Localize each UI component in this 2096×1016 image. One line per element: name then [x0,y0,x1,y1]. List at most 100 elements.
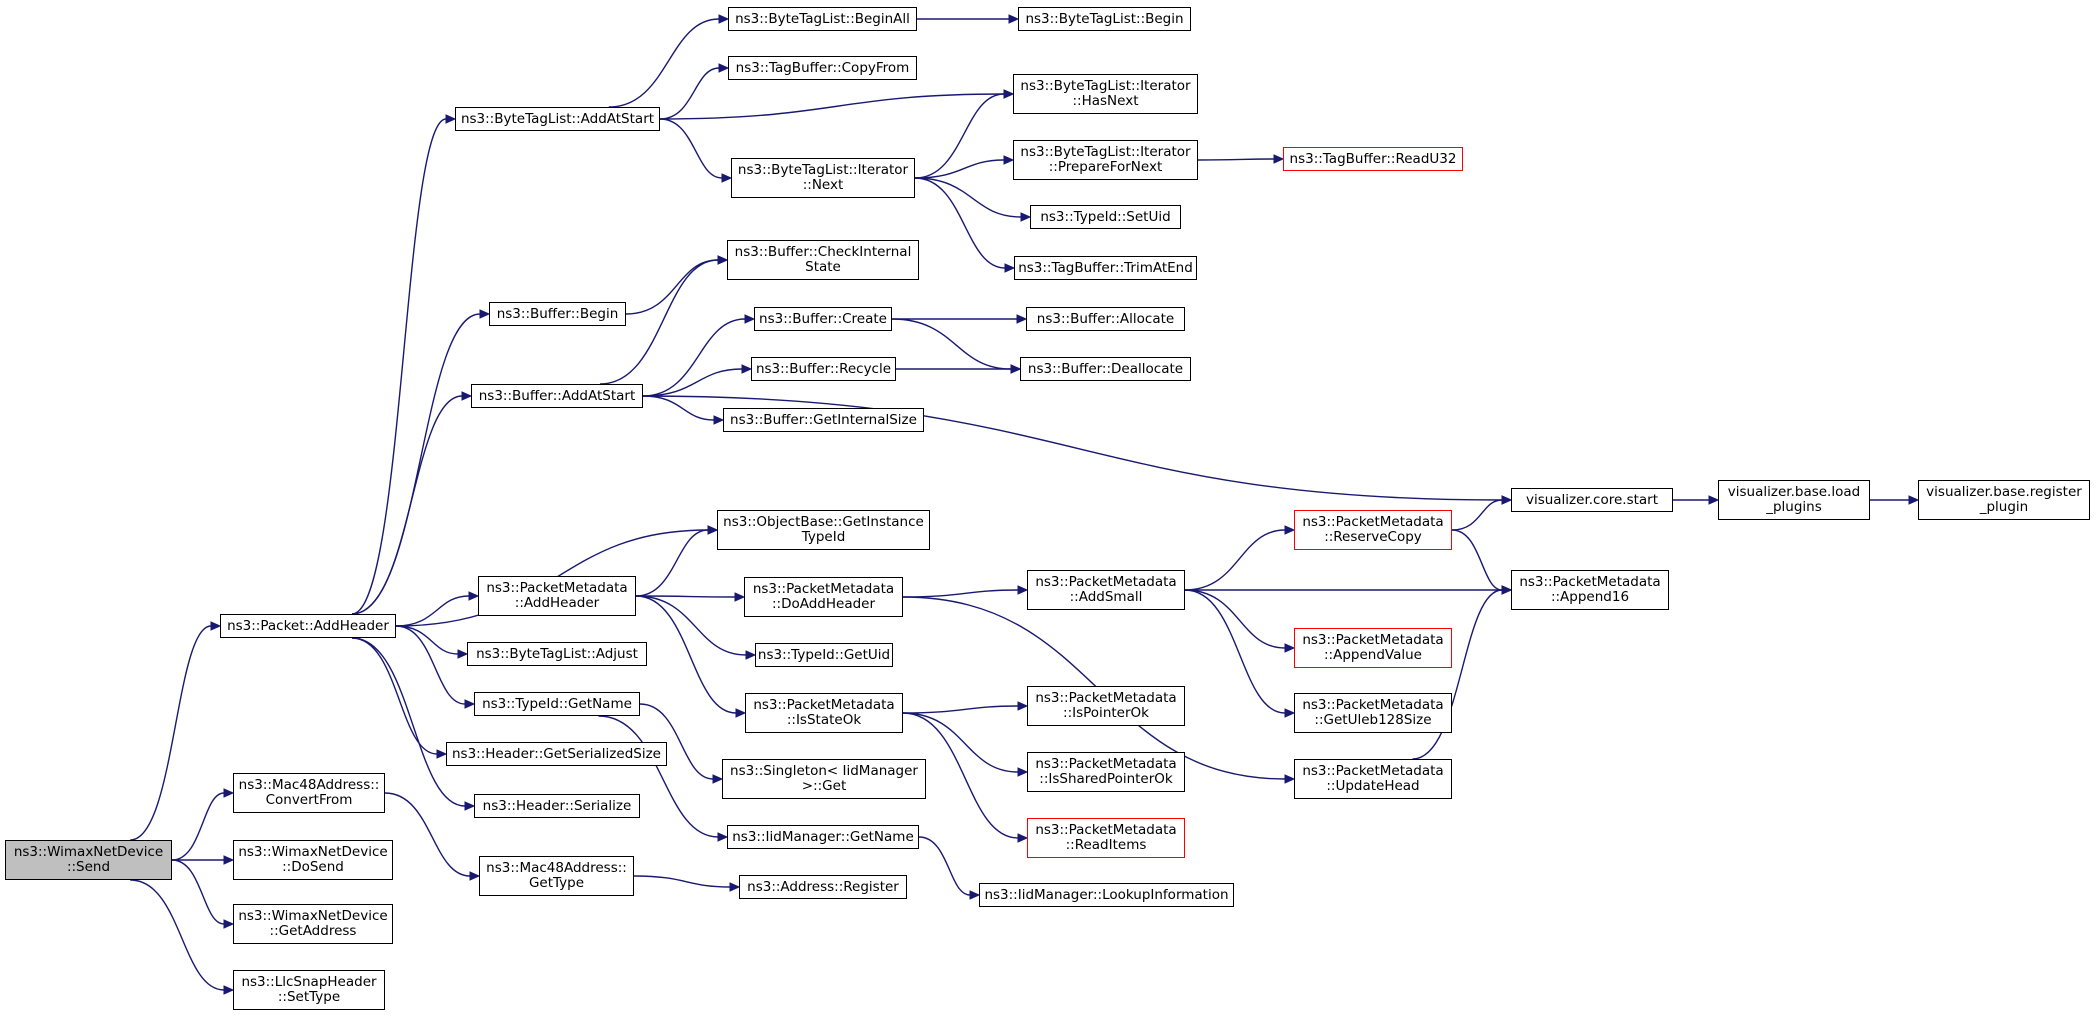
node-packetmetadata-appendvalue[interactable]: ns3::PacketMetadata ::AppendValue [1294,628,1452,668]
arrowhead-btl_it_next-to-btl_it_prepare [1003,155,1015,165]
edge-pm_reservecopy-to-vis_core_start [1451,499,1503,531]
node-buffer-checkinternalstate[interactable]: ns3::Buffer::CheckInternal State [727,240,919,280]
node-packetmetadata-readitems[interactable]: ns3::PacketMetadata ::ReadItems [1027,818,1185,858]
node-buffer-getinternalsize[interactable]: ns3::Buffer::GetInternalSize [723,408,924,432]
edge-buf_addatstart-to-buf_getinternalsize [642,395,715,421]
arrowhead-pm_addsmall-to-pm_reservecopy [1284,525,1296,535]
node-header-getserializedsize[interactable]: ns3::Header::GetSerializedSize [446,742,667,766]
edge-pm_isstateok-to-pm_ispointerok [902,705,1019,714]
node-packetmetadata-isstateok[interactable]: ns3::PacketMetadata ::IsStateOk [745,693,903,733]
node-buffer-begin[interactable]: ns3::Buffer::Begin [489,302,626,326]
node-mac48address-gettype[interactable]: ns3::Mac48Address:: GetType [479,856,634,896]
edge-btl_addatstart-to-tb_copyfrom [659,67,720,120]
arrowhead-pm_addsmall-to-pm_getuleb [1284,708,1296,718]
arrowhead-send-to-addheader_pkt [210,621,222,631]
node-objectbase-getinstancetypeid[interactable]: ns3::ObjectBase::GetInstance TypeId [717,510,930,550]
edge-buf_addatstart-to-buf_recycle [642,368,743,397]
node-bytetaglist-adjust[interactable]: ns3::ByteTagList::Adjust [467,642,647,666]
arrowhead-btl_it_prepare-to-tb_readu32 [1273,154,1285,164]
edge-pm_updatehead-to-pm_append16 [1412,589,1503,760]
node-bytetaglist-beginall[interactable]: ns3::ByteTagList::BeginAll [728,7,917,31]
edge-pm_addsmall-to-pm_reservecopy [1184,529,1286,591]
node-bytetaglist-iterator-hasnext[interactable]: ns3::ByteTagList::Iterator ::HasNext [1013,74,1198,114]
node-header-serialize[interactable]: ns3::Header::Serialize [474,794,640,818]
node-tagbuffer-trimatend[interactable]: ns3::TagBuffer::TrimAtEnd [1014,256,1197,280]
node-visualizer-base-register-plugin[interactable]: visualizer.base.register _plugin [1918,480,2090,520]
node-buffer-recycle[interactable]: ns3::Buffer::Recycle [751,357,896,381]
arrowhead-buf_addatstart-to-buf_recycle [741,364,753,374]
edge-btl_addatstart-to-btl_it_hasnext [659,93,1005,120]
node-buffer-deallocate[interactable]: ns3::Buffer::Deallocate [1020,357,1191,381]
arrowhead-mac_convert-to-mac_gettype [469,871,481,881]
arrowhead-pm_addheader-to-pm_isstateok [735,708,747,718]
arrowhead-addheader_pkt-to-pm_addheader [468,591,480,601]
node-tagbuffer-readu32[interactable]: ns3::TagBuffer::ReadU32 [1283,147,1463,171]
node-address-register[interactable]: ns3::Address::Register [739,875,907,899]
arrowhead-addheader_pkt-to-btl_addatstart [445,114,457,124]
node-packetmetadata-updatehead[interactable]: ns3::PacketMetadata ::UpdateHead [1294,759,1452,799]
node-tagbuffer-copyfrom[interactable]: ns3::TagBuffer::CopyFrom [728,56,917,80]
node-packetmetadata-reservecopy[interactable]: ns3::PacketMetadata ::ReserveCopy [1294,510,1452,550]
edge-btl_it_next-to-typeid_setuid [914,177,1022,218]
node-packetmetadata-issharedpointerok[interactable]: ns3::PacketMetadata ::IsSharedPointerOk [1027,752,1185,792]
node-llcsnapheader-settype[interactable]: ns3::LlcSnapHeader ::SetType [233,970,385,1010]
node-wimaxnetdevice-send[interactable]: ns3::WimaxNetDevice ::Send [5,840,172,880]
node-iidmanager-getname[interactable]: ns3::IidManager::GetName [727,825,919,849]
edge-buf_addatstart-to-vis_core_start [642,395,1503,501]
node-typeid-getuid[interactable]: ns3::TypeId::GetUid [755,643,893,667]
edge-addheader_pkt-to-typeid_getname [395,625,466,705]
node-packetmetadata-getuleb128size[interactable]: ns3::PacketMetadata ::GetUleb128Size [1294,693,1452,733]
arrowhead-addheader_pkt-to-typeid_getname [464,699,476,709]
arrowhead-typeid_getname-to-iid_getname [717,832,729,842]
node-buffer-create[interactable]: ns3::Buffer::Create [754,307,892,331]
arrowhead-send-to-mac_convert [223,788,235,798]
node-buffer-allocate[interactable]: ns3::Buffer::Allocate [1026,307,1185,331]
arrowhead-pm_addheader-to-typeid_getuid [745,650,757,660]
node-typeid-setuid[interactable]: ns3::TypeId::SetUid [1030,205,1181,229]
edge-buf_addatstart-to-buf_checkinternal [599,259,719,385]
arrowhead-pm_doaddheader-to-pm_addsmall [1017,585,1029,595]
edge-pm_doaddheader-to-pm_addsmall [902,589,1019,598]
node-singleton-iidmanager-get[interactable]: ns3::Singleton< IidManager >::Get [722,759,926,799]
node-wimaxnetdevice-dosend[interactable]: ns3::WimaxNetDevice ::DoSend [233,840,393,880]
node-packetmetadata-doaddheader[interactable]: ns3::PacketMetadata ::DoAddHeader [744,577,903,617]
node-bytetaglist-addatstart[interactable]: ns3::ByteTagList::AddAtStart [455,107,660,131]
arrowhead-btl_beginall-to-btl_begin [1008,14,1020,24]
node-mac48address-convertfrom[interactable]: ns3::Mac48Address:: ConvertFrom [233,773,385,813]
node-visualizer-core-start[interactable]: visualizer.core.start [1511,488,1673,512]
node-typeid-getname[interactable]: ns3::TypeId::GetName [474,692,640,716]
edge-addheader_pkt-to-btl_addatstart [351,118,447,615]
node-bytetaglist-iterator-next[interactable]: ns3::ByteTagList::Iterator ::Next [731,158,915,198]
edge-pm_addheader-to-typeid_getuid [635,595,747,656]
node-packet-addheader[interactable]: ns3::Packet::AddHeader [220,614,396,638]
arrowhead-addheader_pkt-to-btl_adjust [457,649,469,659]
arrowhead-pm_updatehead-to-pm_append16 [1501,585,1513,595]
arrowhead-typeid_getname-to-singleton_get [712,774,724,784]
edge-btl_addatstart-to-btl_beginall [608,18,720,108]
node-packetmetadata-append16[interactable]: ns3::PacketMetadata ::Append16 [1511,570,1669,610]
arrowhead-pm_addheader-to-pm_doaddheader [734,592,746,602]
node-buffer-addatstart[interactable]: ns3::Buffer::AddAtStart [471,384,643,408]
edge-btl_it_next-to-tb_trimatend [914,177,1006,269]
edge-pm_reservecopy-to-pm_append16 [1451,529,1503,591]
node-packetmetadata-addsmall[interactable]: ns3::PacketMetadata ::AddSmall [1027,570,1185,610]
node-packetmetadata-ispointerok[interactable]: ns3::PacketMetadata ::IsPointerOk [1027,686,1185,726]
arrowhead-addheader_pkt-to-buf_addatstart [461,391,473,401]
arrowhead-buf_addatstart-to-buf_getinternalsize [713,415,725,425]
edge-addheader_pkt-to-pm_addheader [395,595,470,627]
arrowhead-buf_recycle-to-buf_deallocate [1010,364,1022,374]
edge-addheader_pkt-to-buf_begin [351,313,481,615]
node-wimaxnetdevice-getaddress[interactable]: ns3::WimaxNetDevice ::GetAddress [233,904,393,944]
arrowhead-mac_gettype-to-addr_register [729,882,741,892]
node-iidmanager-lookupinformation[interactable]: ns3::IidManager::LookupInformation [979,883,1234,907]
edge-typeid_getname-to-singleton_get [639,703,714,780]
arrowhead-pm_isstateok-to-pm_issharedpointerok [1017,767,1029,777]
edge-iid_getname-to-iid_lookupinfo [918,836,971,896]
arrowhead-buf_addatstart-to-buf_create [744,314,756,324]
node-bytetaglist-iterator-preparefornext[interactable]: ns3::ByteTagList::Iterator ::PrepareForN… [1013,140,1198,180]
node-bytetaglist-begin[interactable]: ns3::ByteTagList::Begin [1018,7,1191,31]
node-packetmetadata-addheader[interactable]: ns3::PacketMetadata ::AddHeader [478,576,636,616]
node-visualizer-base-load-plugins[interactable]: visualizer.base.load _plugins [1718,480,1870,520]
edge-pm_isstateok-to-pm_issharedpointerok [902,712,1019,773]
arrowhead-iid_getname-to-iid_lookupinfo [969,890,981,900]
